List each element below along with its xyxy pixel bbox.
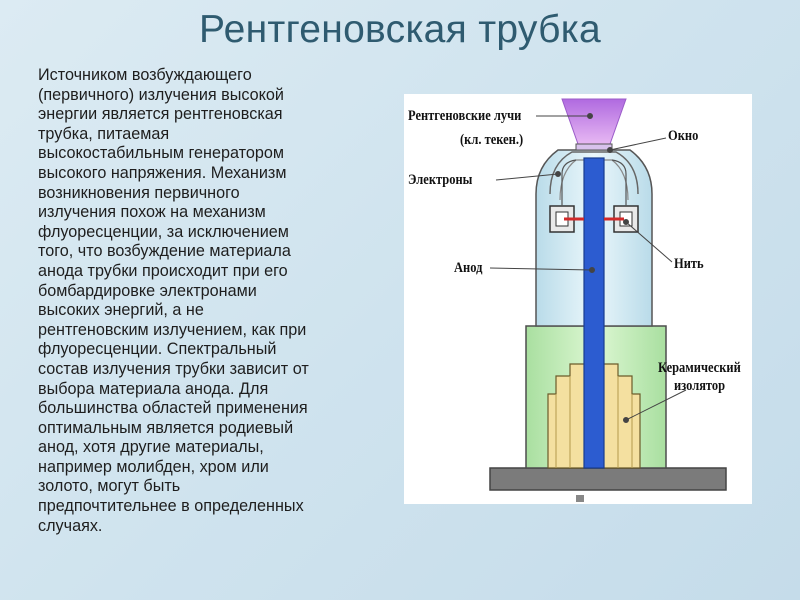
label-xrays-sub: (кл. текен.) xyxy=(460,132,524,148)
label-window: Окно xyxy=(668,128,699,144)
label-ceramic-2: изолятор xyxy=(674,378,726,394)
label-electrons: Электроны xyxy=(408,172,473,188)
description-paragraph: Источником возбуждающего (первичного) из… xyxy=(38,66,309,535)
window xyxy=(575,143,613,151)
caption-mark xyxy=(576,495,584,502)
label-ceramic-1: Керамический xyxy=(658,360,741,376)
cap-outline xyxy=(549,151,639,195)
xray-tube-drawing xyxy=(489,98,727,502)
anode xyxy=(583,157,605,469)
base-plate xyxy=(489,467,727,491)
label-anode: Анод xyxy=(454,260,483,276)
label-filament: Нить xyxy=(674,256,704,272)
xray-tube-diagram: Рентгеновские лучи (кл. текен.) Окно Эле… xyxy=(404,94,752,504)
xray-beam xyxy=(561,98,627,145)
label-xrays: Рентгеновские лучи xyxy=(408,108,522,124)
slide-title: Рентгеновская трубка xyxy=(198,8,602,51)
